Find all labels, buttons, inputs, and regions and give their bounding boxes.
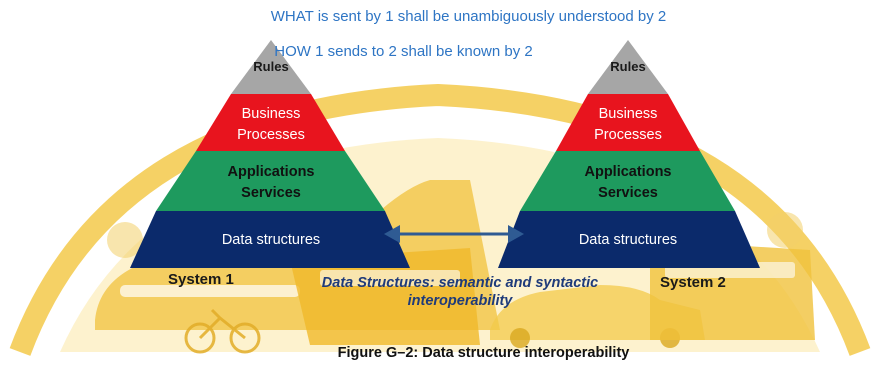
tree-icon	[767, 212, 803, 248]
what-statement: WHAT is sent by 1 shall be unambiguously…	[270, 8, 667, 25]
business-label-line2: Processes	[237, 127, 305, 143]
rules-layer	[231, 40, 311, 94]
interoperability-arrow	[384, 225, 524, 243]
applications-label-line1: Applications	[227, 164, 314, 180]
rules-label: Rules	[610, 59, 645, 74]
caption-line2: interoperability	[407, 293, 513, 309]
data-structures-layer	[130, 211, 410, 268]
data-structures-label: Data structures	[222, 232, 320, 248]
applications-label-line2: Services	[598, 185, 658, 201]
data-structures-layer	[498, 211, 760, 268]
rules-layer	[588, 40, 668, 94]
system-2-label: System 2	[660, 274, 726, 291]
arrow-head-right	[508, 225, 524, 243]
data-structures-caption: Data Structures: semantic and syntactic …	[270, 274, 650, 310]
how-statement: HOW 1 sends to 2 shall be known by 2	[274, 43, 533, 60]
business-layer	[556, 94, 700, 151]
data-structures-label: Data structures	[579, 232, 677, 248]
applications-label-line2: Services	[241, 185, 301, 201]
caption-line1: Data Structures: semantic and syntactic	[321, 275, 599, 291]
pyramid-system-1: Rules Business Processes Applications Se…	[130, 40, 410, 268]
business-label-line1: Business	[599, 106, 658, 122]
arrow-head-left	[384, 225, 400, 243]
system-1-label: System 1	[168, 271, 234, 288]
rules-label: Rules	[253, 59, 288, 74]
applications-layer	[520, 151, 735, 211]
business-label-line2: Processes	[594, 127, 662, 143]
applications-layer	[156, 151, 385, 211]
business-label-line1: Business	[242, 106, 301, 122]
pyramid-system-2: Rules Business Processes Applications Se…	[498, 40, 760, 268]
business-layer	[196, 94, 345, 151]
bicycle-icon	[184, 308, 261, 354]
figure-caption: Figure G–2: Data structure interoperabil…	[337, 345, 630, 361]
applications-label-line1: Applications	[584, 164, 671, 180]
tree-icon	[107, 222, 143, 258]
